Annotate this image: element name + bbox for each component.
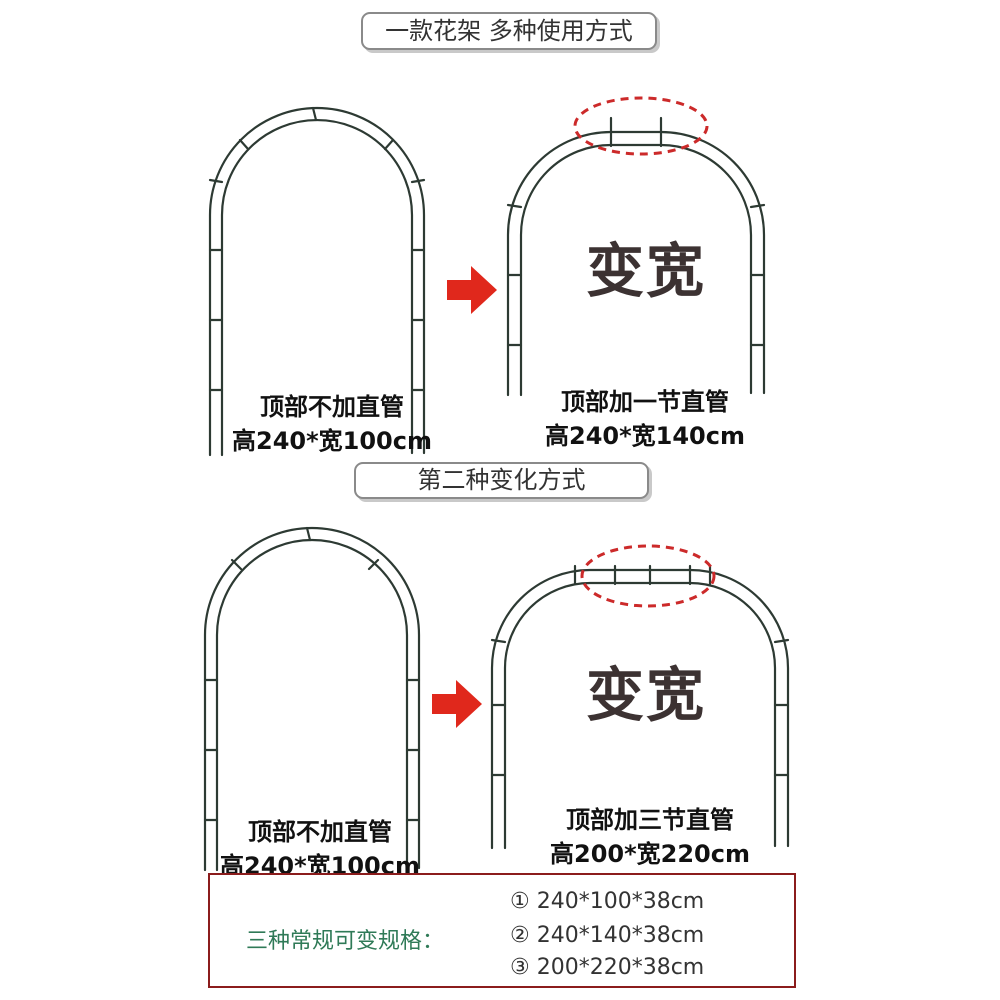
arch-frame-widened-top (506, 116, 766, 397)
highlight-ellipse-bottom (580, 544, 716, 608)
arch-caption: 顶部加一节直管 高240*宽140cm (520, 385, 770, 453)
caption-line-1: 顶部加三节直管 (566, 806, 734, 834)
section-heading-second: 第二种变化方式 (354, 462, 649, 499)
arrow-right-icon (447, 266, 497, 314)
caption-line-1: 顶部加一节直管 (561, 388, 729, 416)
arch-caption: 顶部不加直管 高240*宽100cm (217, 390, 447, 458)
widen-label: 变宽 (586, 237, 707, 305)
spec-item: ③ 200*220*38cm (510, 955, 705, 980)
caption-line-1: 顶部不加直管 (248, 818, 392, 846)
caption-line-2: 高240*宽100cm (232, 427, 432, 455)
caption-line-2: 高240*宽140cm (545, 422, 745, 450)
caption-line-1: 顶部不加直管 (260, 393, 404, 421)
arch-frame-plain-top (208, 106, 426, 457)
section-heading-top: 一款花架 多种使用方式 (361, 12, 657, 50)
highlight-ellipse-top (573, 96, 709, 156)
arch-frame-widest-bottom (490, 564, 790, 850)
arrow-right-icon (432, 680, 482, 728)
spec-label: 三种常规可变规格： (246, 929, 445, 954)
widen-label: 变宽 (586, 661, 707, 729)
arch-frame-plain-bottom (203, 526, 421, 872)
spec-item: ② 240*140*38cm (510, 923, 705, 948)
arch-caption: 顶部加三节直管 高200*宽220cm (535, 803, 765, 871)
spec-item: ① 240*100*38cm (510, 889, 705, 914)
spec-box: 三种常规可变规格： ① 240*100*38cm ② 240*140*38cm … (208, 873, 796, 988)
caption-line-2: 高200*宽220cm (550, 840, 750, 868)
